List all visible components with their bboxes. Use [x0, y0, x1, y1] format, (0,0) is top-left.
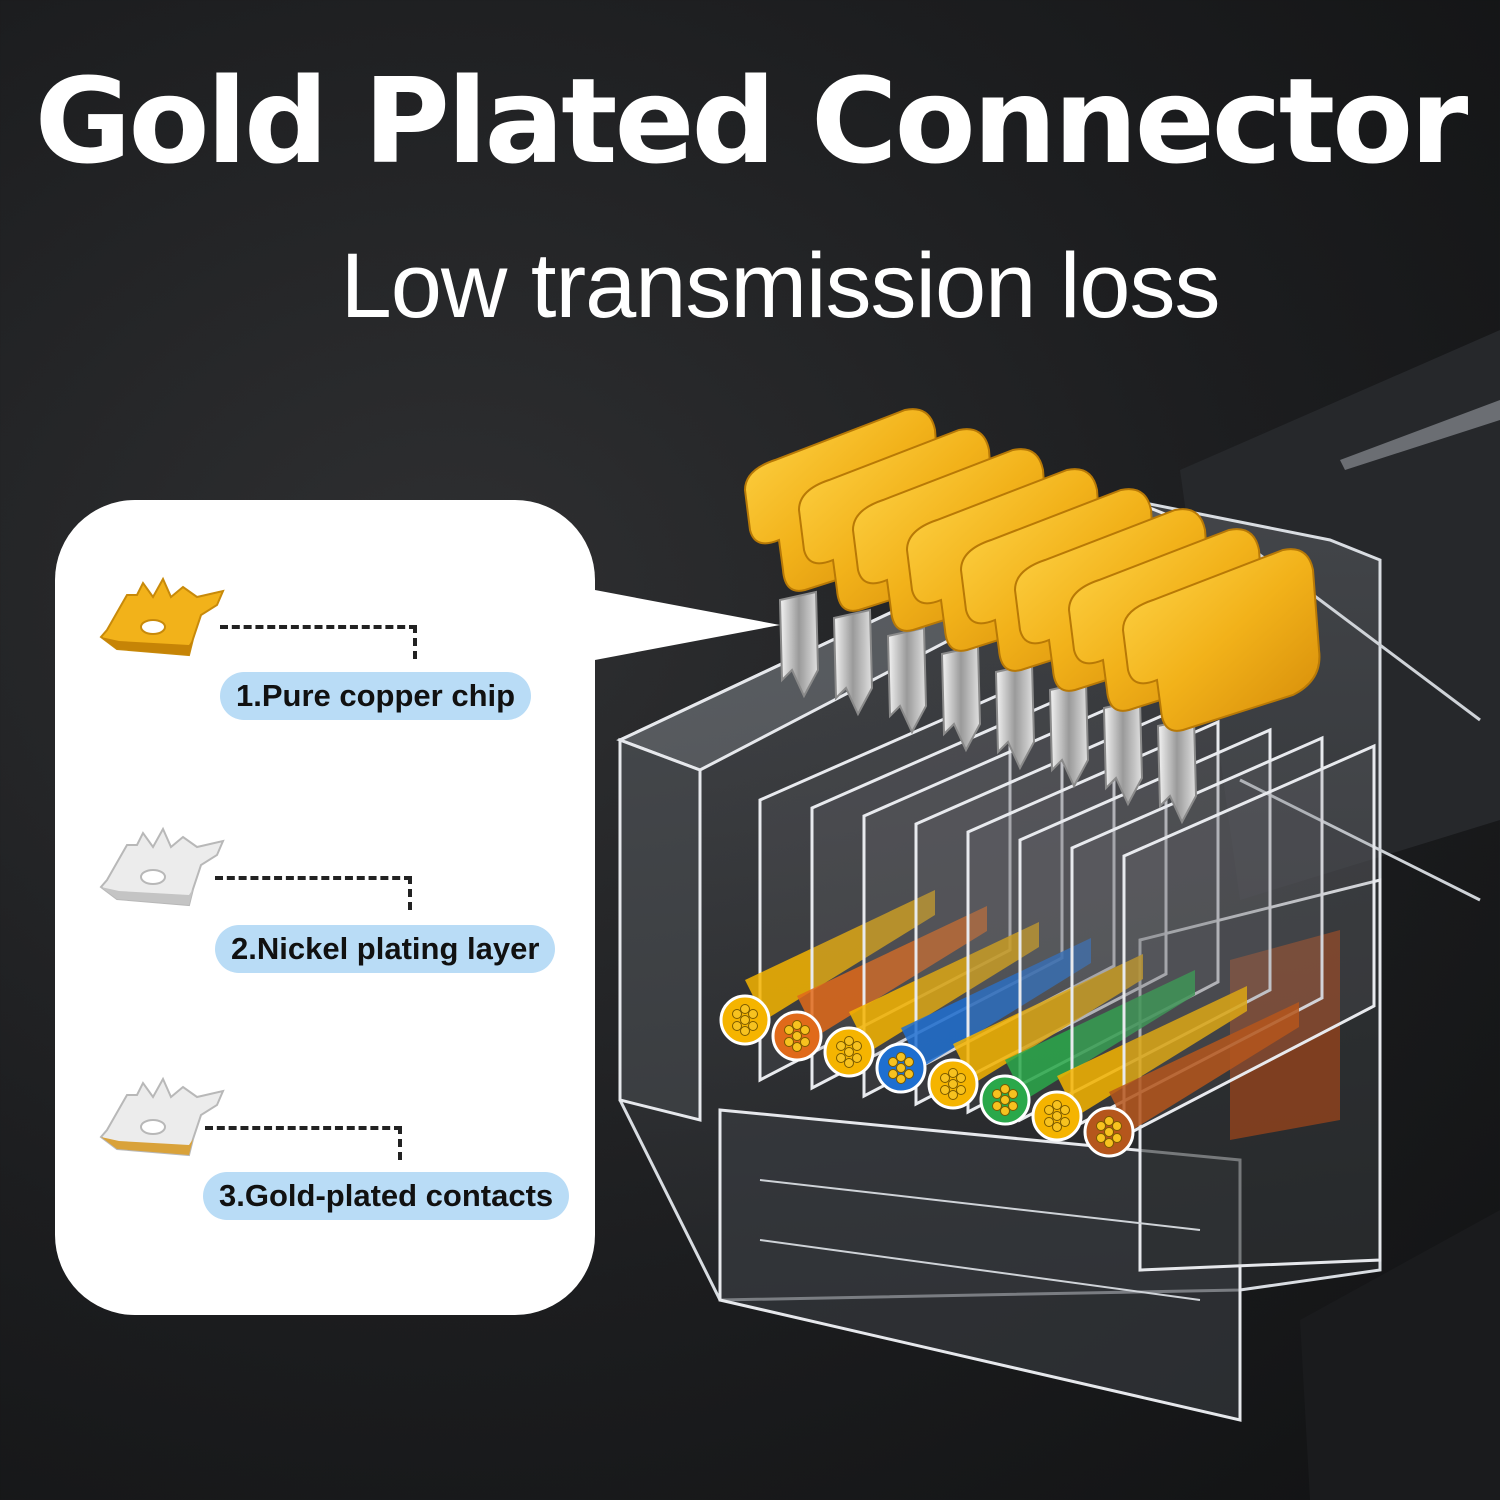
- nickel-chip-icon: [99, 826, 225, 907]
- copper-strand: [844, 1047, 854, 1057]
- copper-strand: [844, 1058, 854, 1068]
- copper-strand: [740, 1004, 750, 1014]
- wire-stripe: [797, 906, 987, 1036]
- copper-strand: [844, 1036, 854, 1046]
- copper-strand: [748, 1009, 758, 1019]
- copper-strand: [1008, 1089, 1018, 1099]
- layer-label-1: 1.Pure copper chip: [220, 672, 532, 720]
- copper-strand: [792, 1031, 802, 1041]
- gold-contact-blade: [1121, 548, 1321, 732]
- copper-strand: [904, 1057, 914, 1067]
- copper-strand: [1052, 1122, 1062, 1132]
- copper-strand: [1000, 1106, 1010, 1116]
- copper-strand: [940, 1073, 950, 1083]
- copper-strand: [1000, 1095, 1010, 1105]
- copper-strand: [784, 1037, 794, 1047]
- copper-strand: [1104, 1138, 1114, 1148]
- copper-strand: [992, 1089, 1002, 1099]
- gold-edge-chip-icon: [99, 1076, 225, 1157]
- copper-strand: [1044, 1117, 1054, 1127]
- wire-stripe: [1057, 986, 1247, 1116]
- wire-stripe: [849, 922, 1039, 1052]
- wire-stripe: [745, 890, 935, 1020]
- copper-strand: [792, 1020, 802, 1030]
- copper-strand: [1008, 1101, 1018, 1111]
- copper-strand: [948, 1079, 958, 1089]
- copper-strand: [852, 1053, 862, 1063]
- layers-callout: 1.Pure copper chip 2.Nickel plating laye…: [55, 500, 595, 1315]
- copper-strand: [836, 1041, 846, 1051]
- wire-stripe: [1005, 970, 1195, 1100]
- contact-prong: [778, 590, 820, 699]
- copper-strand: [1096, 1133, 1106, 1143]
- copper-strand: [1112, 1121, 1122, 1131]
- copper-strand: [800, 1037, 810, 1047]
- wire-stripe: [953, 954, 1143, 1084]
- copper-strand: [888, 1069, 898, 1079]
- copper-strand: [948, 1090, 958, 1100]
- copper-strand: [792, 1042, 802, 1052]
- copper-strand: [1052, 1100, 1062, 1110]
- layer-label-2: 2.Nickel plating layer: [215, 925, 556, 973]
- leader-line-2: [215, 876, 412, 910]
- copper-strand: [1052, 1111, 1062, 1121]
- wire-channels: [719, 687, 1376, 1158]
- page-title: Gold Plated Connector: [34, 52, 1469, 190]
- wire-stripe: [1109, 1002, 1299, 1132]
- copper-strand: [888, 1057, 898, 1067]
- copper-strand: [748, 1021, 758, 1031]
- copper-strand: [1096, 1121, 1106, 1131]
- wire-stripe: [901, 938, 1091, 1068]
- contact-prong: [832, 608, 874, 717]
- copper-strand: [956, 1085, 966, 1095]
- copper-strand: [992, 1101, 1002, 1111]
- copper-strand: [1112, 1133, 1122, 1143]
- copper-strand: [940, 1085, 950, 1095]
- copper-strand: [800, 1025, 810, 1035]
- copper-strand: [740, 1015, 750, 1025]
- copper-strand: [1044, 1105, 1054, 1115]
- copper-strand: [1104, 1116, 1114, 1126]
- copper-strand: [948, 1068, 958, 1078]
- page-subtitle: Low transmission loss: [340, 235, 1221, 337]
- copper-strand: [1104, 1127, 1114, 1137]
- gold-chip-icon: [99, 576, 225, 657]
- contact-prong: [886, 626, 928, 735]
- callout-pointer: [595, 590, 780, 660]
- copper-strand: [1060, 1117, 1070, 1127]
- copper-strand: [836, 1053, 846, 1063]
- wire-channel: [1122, 743, 1376, 1139]
- copper-strand: [732, 1021, 742, 1031]
- copper-strand: [852, 1041, 862, 1051]
- leader-line-1: [220, 625, 417, 659]
- leader-line-3: [205, 1126, 402, 1160]
- layer-label-3: 3.Gold-plated contacts: [203, 1172, 570, 1220]
- copper-strand: [956, 1073, 966, 1083]
- copper-strand: [740, 1026, 750, 1036]
- copper-strand: [732, 1009, 742, 1019]
- copper-strand: [896, 1052, 906, 1062]
- gold-contacts: [743, 408, 1321, 825]
- copper-strand: [1000, 1084, 1010, 1094]
- copper-strand: [904, 1069, 914, 1079]
- copper-strand: [1060, 1105, 1070, 1115]
- copper-strand: [784, 1025, 794, 1035]
- copper-strand: [896, 1074, 906, 1084]
- copper-strand: [896, 1063, 906, 1073]
